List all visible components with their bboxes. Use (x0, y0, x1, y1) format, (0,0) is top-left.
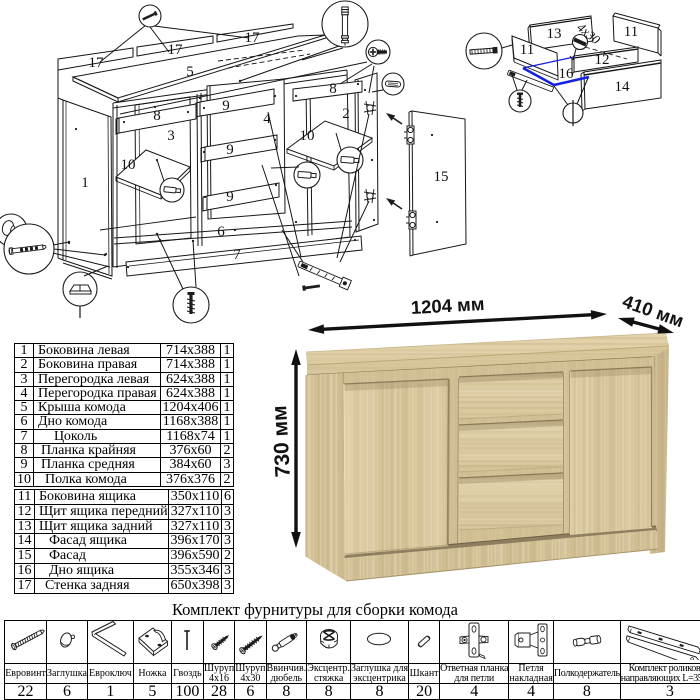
svg-text:8: 8 (329, 81, 337, 97)
svg-text:11: 11 (520, 42, 534, 58)
svg-text:17: 17 (168, 42, 184, 58)
svg-text:730 мм: 730 мм (268, 405, 295, 478)
svg-text:13: 13 (547, 26, 562, 42)
svg-text:6: 6 (217, 224, 225, 240)
svg-text:1: 1 (81, 175, 89, 191)
svg-text:10: 10 (121, 157, 136, 173)
svg-text:17: 17 (245, 30, 261, 46)
svg-text:1204 мм: 1204 мм (410, 293, 485, 318)
svg-text:4: 4 (263, 111, 271, 127)
svg-text:12: 12 (595, 52, 610, 68)
svg-text:10: 10 (300, 128, 315, 144)
svg-text:8: 8 (153, 108, 161, 124)
svg-text:2: 2 (342, 106, 350, 122)
svg-text:15: 15 (434, 169, 449, 185)
svg-text:17: 17 (89, 55, 105, 71)
svg-text:16: 16 (559, 66, 575, 82)
svg-text:9: 9 (226, 189, 234, 205)
svg-text:11: 11 (624, 24, 638, 40)
svg-text:14: 14 (615, 79, 631, 95)
svg-text:9: 9 (226, 142, 234, 158)
svg-text:7: 7 (233, 247, 241, 263)
svg-text:5: 5 (186, 64, 194, 80)
svg-text:3: 3 (167, 128, 175, 144)
svg-text:9: 9 (222, 98, 230, 114)
